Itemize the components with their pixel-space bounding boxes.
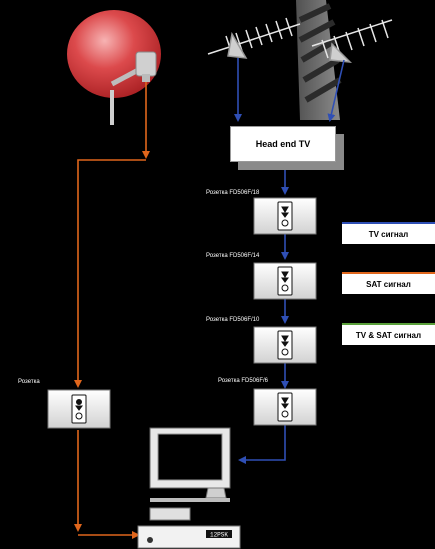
headend-block: Head end TV [230,126,344,170]
terrestrial-antenna-left [207,17,301,59]
legend-tv: TV сигнал [342,222,435,244]
tv-set [149,427,231,502]
socket-label-6: Розетка FD506F/6 [218,378,269,384]
satellite-receiver: 12PSK [137,507,241,549]
side-socket-label: Розетка [18,379,40,385]
legend-tv-sat-color [342,323,435,325]
receiver-display: 12PSK [210,532,228,539]
legend-tv-label: TV сигнал [368,229,409,239]
socket-label-14: Розетка FD506F/14 [206,253,260,259]
antenna-mast [296,0,342,120]
legend-tv-color [342,222,435,224]
socket-label-10: Розетка FD506F/10 [206,317,260,323]
sat-signal-lines [74,82,150,539]
socket-boxes [47,197,317,429]
terrestrial-antenna-right [311,19,393,63]
satellite-dish [67,10,161,125]
headend-label: Head end TV [230,126,336,162]
legend-sat: SAT сигнал [342,272,435,294]
legend-tv-sat-label: TV & SAT сигнал [355,330,422,340]
legend-tv-sat: TV & SAT сигнал [342,323,435,345]
legend-sat-color [342,272,435,274]
tv-signal-lines [234,58,345,464]
socket-label-18: Розетка FD506F/18 [206,190,260,196]
socket-faces [71,201,293,424]
legend-sat-label: SAT сигнал [366,279,411,289]
